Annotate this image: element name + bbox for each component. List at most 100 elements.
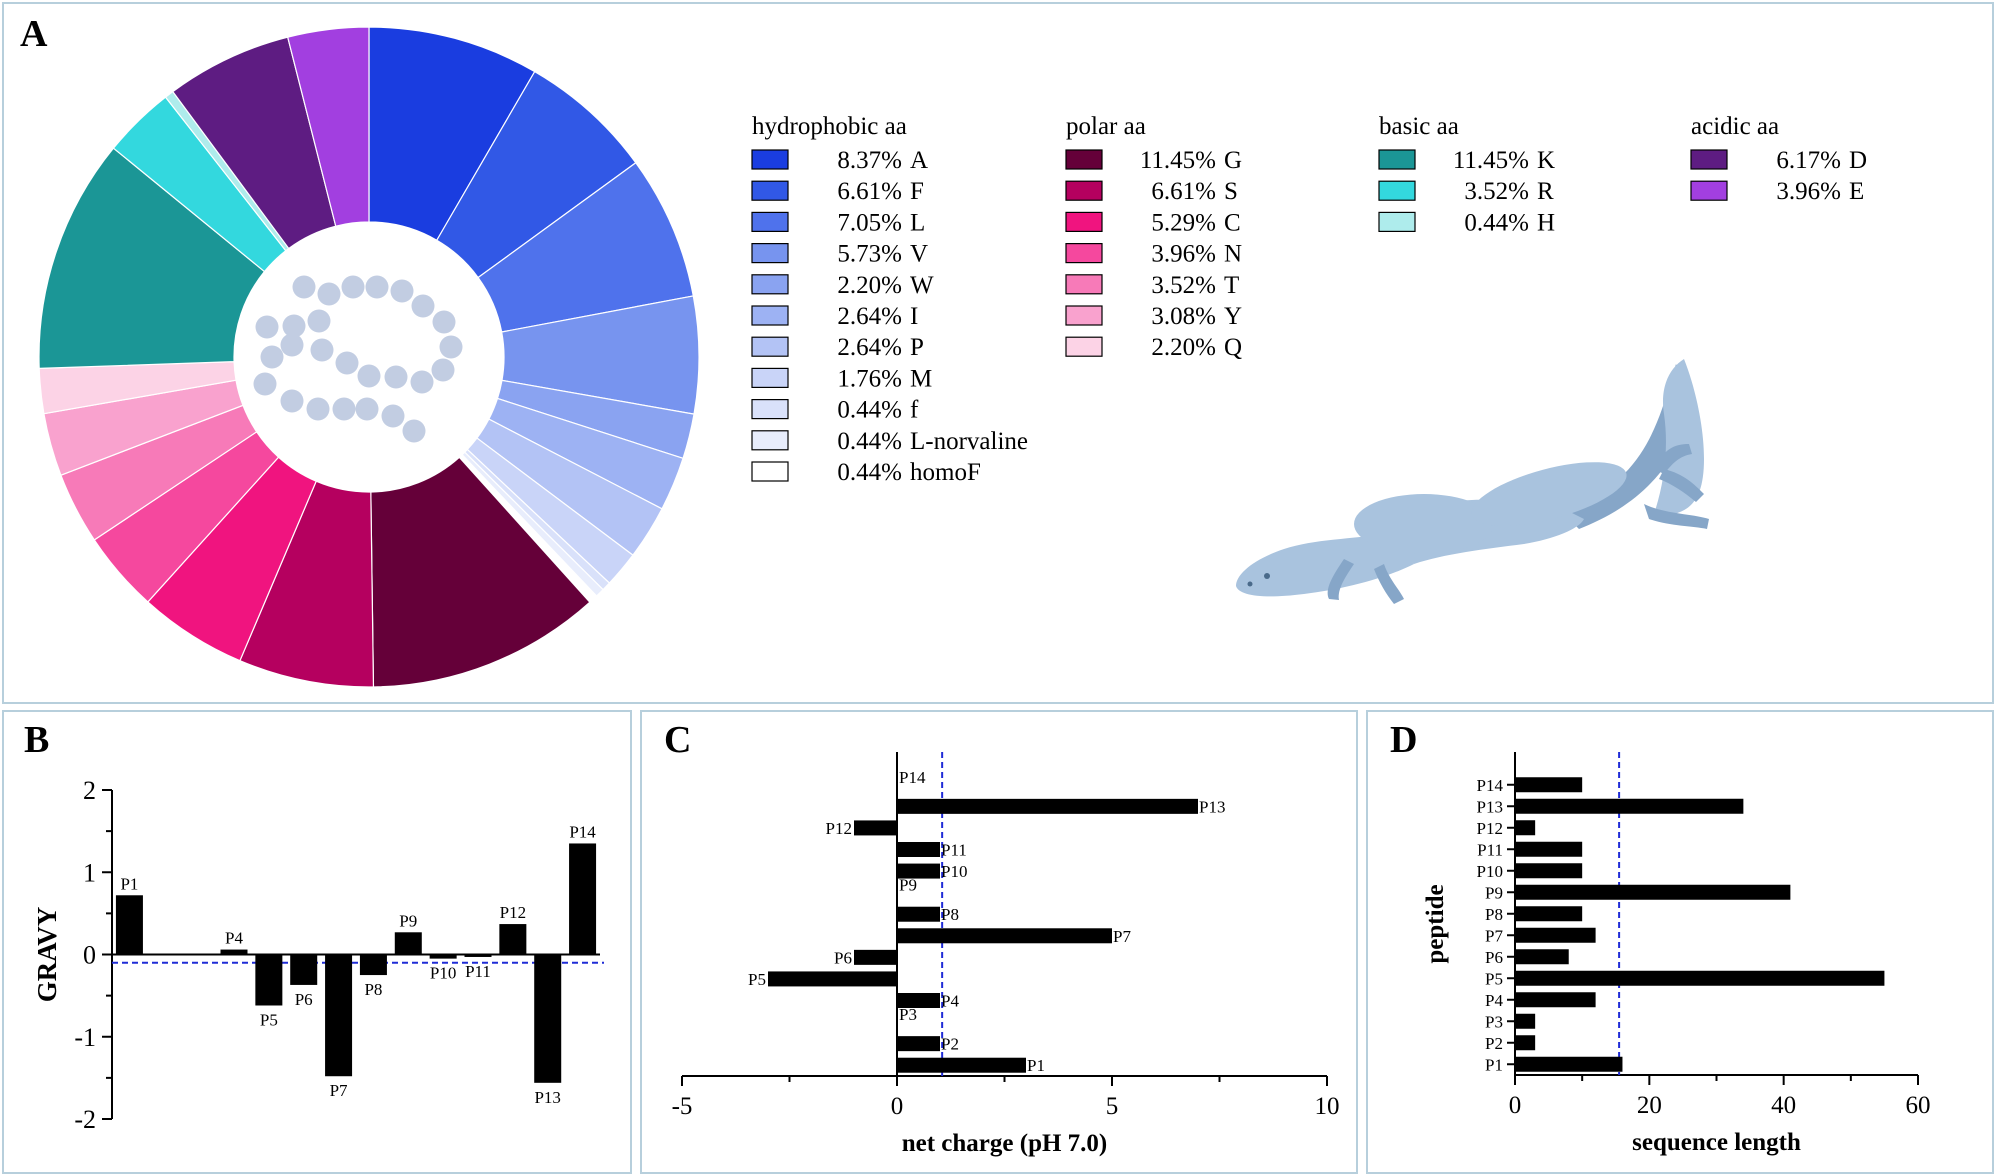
bar-p8 xyxy=(1515,906,1583,922)
bar-label-p14: P14 xyxy=(899,768,926,787)
bar-p5 xyxy=(768,971,897,987)
legend-label-q: Q xyxy=(1224,334,1242,361)
bar-label-p8: P8 xyxy=(364,980,382,999)
peptide-bead xyxy=(384,365,408,389)
legend-pct-f: 6.61% xyxy=(837,178,902,205)
bar-p13 xyxy=(897,798,1198,814)
legend-swatch-homof xyxy=(751,461,789,482)
peptide-bead xyxy=(260,345,284,369)
legend-swatch-c xyxy=(1065,211,1103,232)
peptide-bead xyxy=(280,333,304,357)
y-tick-label-p12: P12 xyxy=(1477,819,1503,838)
panel-label-c: C xyxy=(664,719,692,761)
x-tick-label: 0 xyxy=(1509,1092,1522,1119)
x-tick-label: 40 xyxy=(1771,1092,1796,1119)
peptide-bead xyxy=(282,314,306,338)
y-tick-label-p6: P6 xyxy=(1485,948,1503,967)
bar-label-p1: P1 xyxy=(120,874,138,893)
legend-swatch-k xyxy=(1378,149,1416,170)
salamander-hind-leg-2 xyxy=(1659,469,1704,502)
bar-label-p4: P4 xyxy=(941,992,959,1011)
bar-p5 xyxy=(1515,970,1885,986)
bar-label-p4: P4 xyxy=(225,929,243,948)
legend-label-t: T xyxy=(1224,272,1239,299)
bar-label-p5: P5 xyxy=(748,970,766,989)
legend-label-k: K xyxy=(1537,147,1555,174)
bar-label-p2: P2 xyxy=(941,1035,959,1054)
salamander-front-foot-2 xyxy=(1327,559,1354,600)
peptide-bead xyxy=(341,275,365,299)
legend-pct-q: 2.20% xyxy=(1151,334,1216,361)
legend-label-w: W xyxy=(910,272,934,299)
y-tick-label: 0 xyxy=(83,941,96,970)
legend-pct-l-norvaline: 0.44% xyxy=(837,428,902,455)
legend-label-c: C xyxy=(1224,209,1241,236)
legend-pct-t: 3.52% xyxy=(1151,272,1216,299)
legend-label-y: Y xyxy=(1224,303,1242,330)
legend-label-f: f xyxy=(910,397,919,424)
legend-swatch-t xyxy=(1065,274,1103,295)
bar-p14 xyxy=(569,843,597,955)
legend-title-2: basic aa xyxy=(1379,113,1459,140)
salamander-midbody xyxy=(1471,462,1627,526)
legend-swatch-e xyxy=(1690,180,1728,201)
legend-pct-i: 2.64% xyxy=(837,303,902,330)
salamander-eye-2 xyxy=(1247,581,1253,587)
bar-p7 xyxy=(897,928,1112,944)
legend-swatch-a xyxy=(751,149,789,170)
legend-pct-p: 2.64% xyxy=(837,334,902,361)
bar-p9 xyxy=(394,932,422,955)
pie-slice-e xyxy=(286,26,370,227)
legend-label-r: R xyxy=(1537,178,1554,205)
bar-p7 xyxy=(1515,927,1596,943)
bar-p6 xyxy=(854,949,897,965)
bar-label-p9: P9 xyxy=(899,876,917,895)
peptide-bead xyxy=(410,370,434,394)
peptide-bead xyxy=(253,372,277,396)
legend-label-m: M xyxy=(910,365,932,392)
bar-label-p7: P7 xyxy=(330,1081,348,1100)
legend-pct-d: 6.17% xyxy=(1776,147,1841,174)
legend-label-e: E xyxy=(1849,178,1864,205)
bar-p1 xyxy=(1515,1056,1623,1072)
bar-p3 xyxy=(1515,1013,1536,1029)
pie-slice-g xyxy=(370,456,591,688)
bar-p10 xyxy=(429,954,457,959)
peptide-bead xyxy=(292,275,316,299)
bar-label-p6: P6 xyxy=(295,990,313,1009)
bar-p11 xyxy=(1515,841,1583,857)
y-tick-label-p7: P7 xyxy=(1485,926,1503,945)
legend-label-a: A xyxy=(910,147,928,174)
peptide-bead xyxy=(365,275,389,299)
legend-label-v: V xyxy=(910,241,928,268)
bar-p6 xyxy=(290,954,318,985)
y-tick-label-p9: P9 xyxy=(1485,883,1503,902)
legend-label-d: D xyxy=(1849,147,1867,174)
legend-label-l: L xyxy=(910,209,925,236)
bar-p2 xyxy=(1515,1035,1536,1051)
bar-label-p12: P12 xyxy=(500,903,526,922)
bar-p11 xyxy=(897,842,940,857)
bar-p7 xyxy=(325,954,353,1077)
bar-label-p5: P5 xyxy=(260,1010,278,1029)
panel-label-b: B xyxy=(24,719,50,761)
legend-pct-homof: 0.44% xyxy=(837,459,902,486)
bar-label-p13: P13 xyxy=(534,1088,560,1107)
peptide-bead xyxy=(280,389,304,413)
bar-label-p1: P1 xyxy=(1027,1056,1045,1075)
legend-label-s: S xyxy=(1224,178,1238,205)
bar-label-p13: P13 xyxy=(1199,797,1225,816)
peptide-bead xyxy=(390,279,414,303)
y-tick-label-p8: P8 xyxy=(1485,905,1503,924)
bar-label-p12: P12 xyxy=(826,819,852,838)
y-axis-label: GRAVY xyxy=(32,907,62,1003)
legend-title-1: polar aa xyxy=(1066,113,1146,140)
y-tick-label-p13: P13 xyxy=(1477,797,1503,816)
legend-swatch-p xyxy=(751,336,789,357)
legend-pct-h: 0.44% xyxy=(1464,209,1529,236)
salamander-front-foot xyxy=(1374,564,1404,604)
